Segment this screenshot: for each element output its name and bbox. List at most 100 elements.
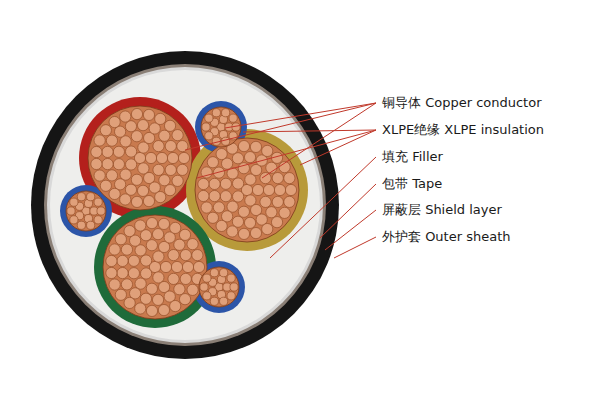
strand [227,274,235,282]
strand [212,109,220,117]
strand [130,288,141,299]
strand [250,227,261,238]
strand [137,120,148,131]
strand [174,284,185,295]
strand [121,279,132,290]
strand [135,303,146,314]
strand [156,152,167,163]
strand [193,261,204,272]
strand [109,279,120,290]
strand [178,152,189,163]
strand [222,109,230,117]
strand [203,292,211,300]
strand [130,235,141,246]
strand [213,202,224,213]
strand [201,202,212,213]
strand [125,121,136,132]
strand [120,194,131,205]
strand [70,216,78,224]
strand [179,229,190,240]
strand [171,261,182,272]
strand [141,255,152,266]
strand [187,239,198,250]
strand [124,297,135,308]
strand [177,164,188,175]
strand [152,294,163,305]
strand [179,294,190,305]
green-insulation [94,206,216,328]
strand [120,136,131,147]
strand [174,239,185,250]
strand [232,216,243,227]
strand [131,131,142,142]
callout-label: 屏蔽层 Shield layer [382,202,502,218]
strand [232,153,243,164]
strand [192,250,203,261]
strand [229,114,237,122]
callout-label: 填充 Filler [382,149,443,165]
strand [170,222,181,233]
strand [106,255,117,266]
strand [233,191,244,202]
strand [260,173,271,184]
strand [238,206,249,217]
strand [106,170,117,181]
strand [272,172,283,183]
callout-label: 铜导体 Copper conductor [382,95,542,111]
red-insulation [79,97,201,219]
strand [137,185,148,196]
strand [87,193,95,201]
strand [94,135,105,146]
copper-conductor [88,106,192,210]
strand [198,190,209,201]
strand [121,244,132,255]
strand [165,164,176,175]
strand [167,152,178,163]
strand [220,178,231,189]
outer-sheath [31,51,339,359]
strand [210,269,218,277]
strand [152,229,163,240]
strand [115,179,126,190]
strand [138,142,149,153]
strand [146,283,157,294]
strand [168,273,179,284]
copper-conductor [66,191,106,231]
strand [131,196,142,207]
strand [158,304,169,315]
strand [94,198,102,206]
strand [172,130,183,141]
strand [100,125,111,136]
strand [138,163,149,174]
strand [252,184,263,195]
leader-line [325,210,376,250]
strand [115,126,126,137]
conductor-strands [66,106,299,319]
strand [187,284,198,295]
strand [271,217,282,228]
strand [220,269,228,277]
strand [159,175,170,186]
callout-label: XLPE绝缘 XLPE insulation [382,122,544,138]
strand [244,152,255,163]
strand [205,132,213,140]
strand [155,191,166,202]
strand [102,158,113,169]
strand [153,141,164,152]
strand [198,178,209,189]
blue-insulation [193,261,245,313]
strand [172,175,183,186]
strand [220,297,228,305]
strand [250,141,261,152]
strand [140,293,151,304]
strand [209,190,220,201]
strand [245,174,256,185]
strand [106,135,117,146]
copper-conductor [103,215,207,319]
strand [285,184,296,195]
strand [233,178,244,189]
strand [77,193,85,201]
strand [180,273,191,284]
strand [146,218,157,229]
